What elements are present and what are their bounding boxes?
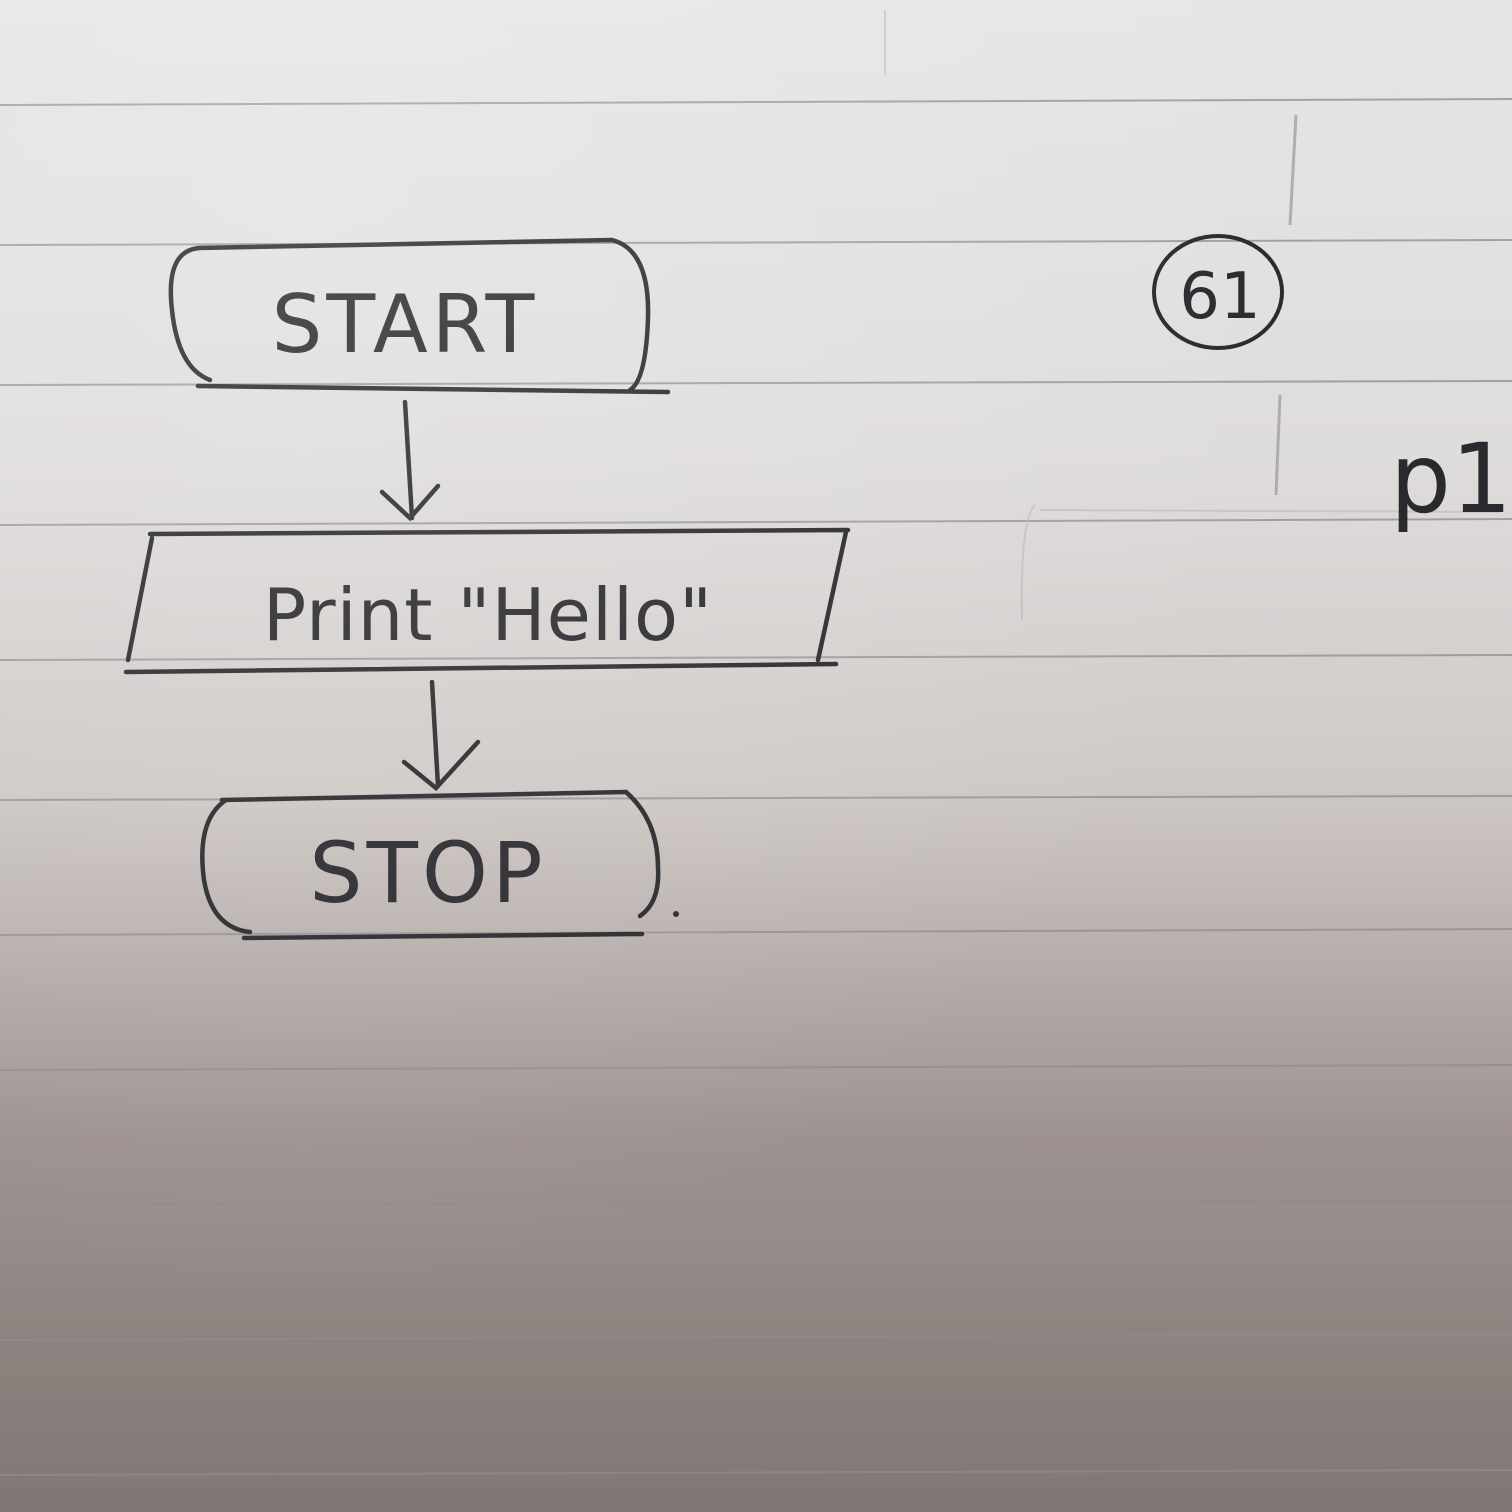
stop-label: STOP bbox=[309, 824, 546, 922]
print-process-box: Print "Hello" bbox=[123, 527, 851, 675]
stop-terminal: STOP bbox=[200, 789, 679, 941]
start-terminal: START bbox=[168, 237, 671, 395]
ruled-line bbox=[0, 518, 1512, 526]
circled-connector: 61 bbox=[1152, 114, 1298, 496]
ruled-lines bbox=[0, 98, 1512, 1476]
ruled-line bbox=[0, 1064, 1512, 1071]
ruled-line bbox=[0, 98, 1512, 106]
ink-dot bbox=[673, 911, 679, 917]
ruled-line bbox=[0, 928, 1512, 936]
ruled-line bbox=[0, 380, 1512, 386]
print-label: Print "Hello" bbox=[263, 573, 713, 657]
ruled-line bbox=[0, 654, 1512, 661]
arrow-print-to-stop bbox=[401, 679, 481, 792]
partial-margin-text: p1 bbox=[1390, 423, 1512, 535]
show-through-marks bbox=[884, 10, 1501, 621]
ruled-line bbox=[0, 239, 1512, 246]
start-label: START bbox=[272, 278, 539, 371]
arrow-start-to-print bbox=[379, 399, 441, 522]
circled-number: 61 bbox=[1179, 260, 1260, 334]
ruled-line bbox=[0, 1469, 1512, 1476]
ruled-line bbox=[0, 1200, 1512, 1206]
ruled-line bbox=[0, 1333, 1512, 1341]
